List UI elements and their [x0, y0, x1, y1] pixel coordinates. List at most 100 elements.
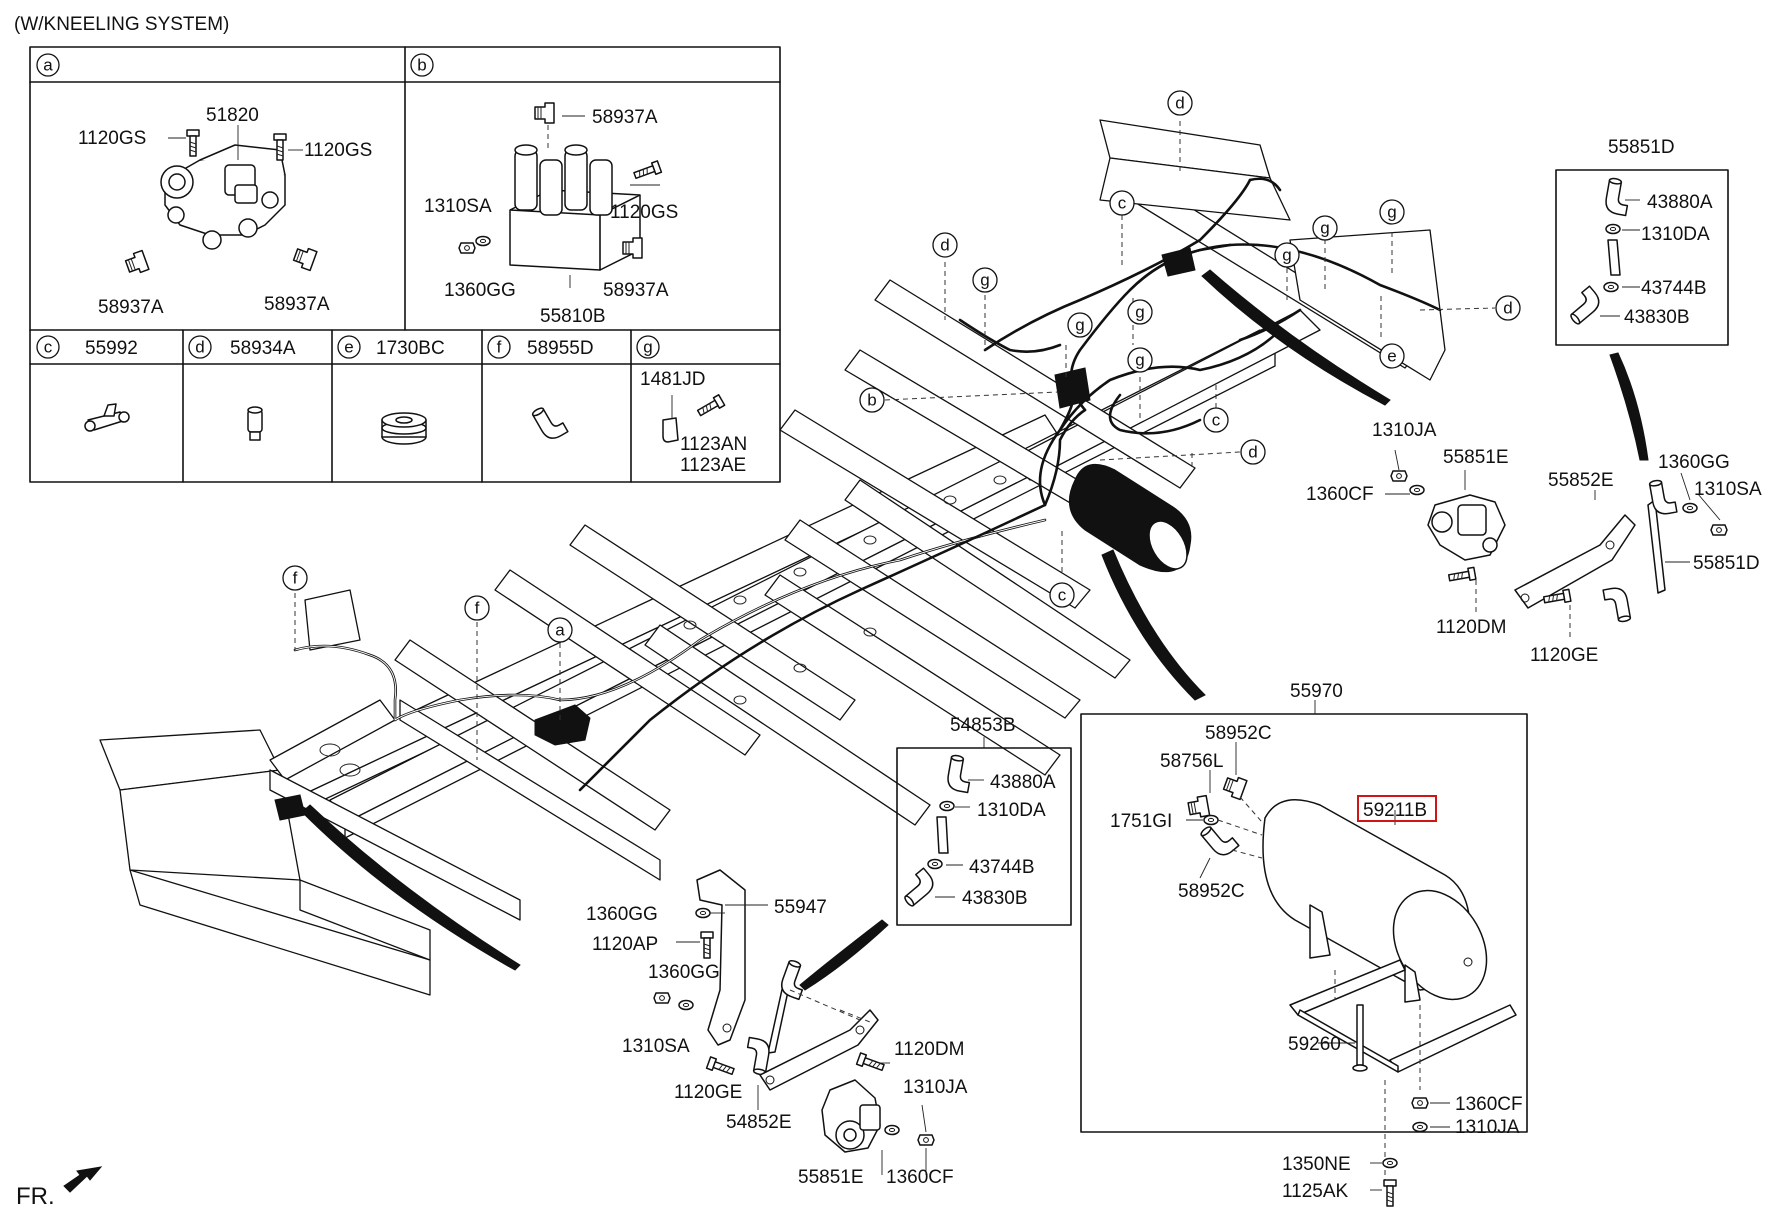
label-55851D-group: 55851D	[1608, 137, 1675, 158]
legend-e-grommet	[381, 412, 427, 445]
label-1350NE: 1350NE	[1282, 1154, 1351, 1175]
label-1120GE-low: 1120GE	[674, 1082, 742, 1103]
svg-text:g: g	[1320, 219, 1329, 238]
label-1310SA-r: 1310SA	[1694, 479, 1762, 500]
label-43880A-ur: 43880A	[1647, 192, 1713, 213]
label-55970-group: 55970	[1290, 681, 1343, 702]
lower-leveling-linkage	[653, 869, 935, 1175]
svg-text:FR.: FR.	[16, 1183, 55, 1210]
callout-f-mid: f	[464, 595, 490, 621]
svg-text:d: d	[1503, 299, 1512, 318]
legend-callout-c: c	[36, 335, 60, 359]
label-58934A: 58934A	[230, 338, 296, 359]
svg-text:c: c	[1058, 586, 1067, 605]
label-1310JA-low: 1310JA	[903, 1077, 968, 1098]
callout-g-4: g	[1127, 347, 1153, 373]
front-direction-marker: FR.	[16, 1166, 103, 1210]
callout-leaders	[294, 121, 1496, 760]
label-1310DA-mid: 1310DA	[977, 800, 1046, 821]
label-1310JA-r: 1310JA	[1372, 420, 1437, 441]
legend-b-manifold	[458, 102, 663, 288]
rear-valve-b	[1054, 367, 1091, 409]
label-1730BC: 1730BC	[376, 338, 445, 359]
label-1120GS-b: 1120GS	[610, 202, 678, 223]
label-1310DA-ur: 1310DA	[1641, 224, 1710, 245]
label-1310SA-low: 1310SA	[622, 1036, 690, 1057]
label-1120DM-low: 1120DM	[894, 1039, 964, 1060]
label-1360GG-b: 1360GG	[444, 280, 516, 301]
label-58952C-bottom: 58952C	[1178, 881, 1245, 902]
label-1120GS-right: 1120GS	[304, 140, 372, 161]
label-58952C-top: 58952C	[1205, 723, 1272, 744]
label-55947: 55947	[774, 897, 827, 918]
legend-c-tee-fitting	[84, 403, 130, 432]
chassis-air-tank	[1068, 463, 1192, 573]
callout-a: a	[547, 617, 573, 643]
label-1751GI: 1751GI	[1110, 811, 1172, 832]
label-55852E-r: 55852E	[1548, 470, 1614, 491]
svg-text:d: d	[1175, 94, 1184, 113]
label-1310SA-b: 1310SA	[424, 196, 492, 217]
label-58937A-b-top: 58937A	[592, 107, 658, 128]
label-51820: 51820	[206, 105, 259, 126]
below-tank-hardware	[1370, 1157, 1398, 1207]
svg-text:g: g	[1135, 351, 1144, 370]
callout-c-bottom: c	[1049, 582, 1075, 608]
label-1481JD: 1481JD	[640, 369, 706, 390]
label-55851E-low: 55851E	[798, 1167, 864, 1188]
svg-text:g: g	[980, 271, 989, 290]
label-58756L: 58756L	[1160, 751, 1223, 772]
label-55851D-r: 55851D	[1693, 553, 1760, 574]
legend-callout-a: a	[36, 53, 60, 77]
front-mount-bracket	[274, 247, 1196, 821]
legend-a-valve-assembly	[123, 125, 318, 277]
legend-f-elbow	[530, 400, 569, 444]
label-58937A-b-bottom: 58937A	[603, 280, 669, 301]
label-1360CF-tank: 1360CF	[1455, 1094, 1523, 1115]
legend-callout-f: f	[487, 335, 511, 359]
label-1120GE-r: 1120GE	[1530, 645, 1598, 666]
svg-text:g: g	[1075, 316, 1084, 335]
callout-d-top: d	[1167, 90, 1193, 116]
label-1360GG-low-b: 1360GG	[648, 962, 720, 983]
callout-g-5: g	[1274, 242, 1300, 268]
callout-b: b	[859, 387, 885, 413]
pointer-arrows	[301, 269, 1649, 991]
legend-callout-b: b	[410, 53, 434, 77]
middle-box	[896, 737, 1072, 926]
label-43744B-ur: 43744B	[1641, 278, 1707, 299]
label-1310JA-tank: 1310JA	[1455, 1117, 1520, 1138]
svg-text:a: a	[555, 621, 565, 640]
svg-text:a: a	[43, 56, 53, 75]
svg-text:d: d	[940, 236, 949, 255]
label-1360GG-r: 1360GG	[1658, 452, 1730, 473]
svg-text:d: d	[195, 338, 204, 357]
callout-d-right: d	[1495, 295, 1521, 321]
label-43830B-ur: 43830B	[1624, 307, 1690, 328]
label-43744B-mid: 43744B	[969, 857, 1035, 878]
svg-text:g: g	[643, 338, 652, 357]
label-54852E: 54852E	[726, 1112, 792, 1133]
svg-text:e: e	[1387, 347, 1396, 366]
label-58937A-a-right: 58937A	[264, 294, 330, 315]
legend-callout-e: e	[337, 335, 361, 359]
callout-d-left: d	[932, 232, 958, 258]
svg-text:c: c	[1212, 411, 1221, 430]
legend-callout-g: g	[636, 335, 660, 359]
svg-text:f: f	[475, 599, 480, 618]
label-55810B: 55810B	[540, 306, 606, 327]
svg-text:b: b	[417, 56, 426, 75]
page-title: (W/KNEELING SYSTEM)	[14, 14, 229, 35]
callout-g-2: g	[1067, 312, 1093, 338]
label-1120GS-left: 1120GS	[78, 128, 146, 149]
svg-text:c: c	[1118, 194, 1127, 213]
callout-g-3: g	[1127, 299, 1153, 325]
label-1120AP: 1120AP	[592, 934, 658, 955]
front-valve-a	[534, 704, 591, 746]
svg-text:g: g	[1387, 203, 1396, 222]
label-1360CF-r: 1360CF	[1306, 484, 1374, 505]
label-59211B[interactable]: 59211B	[1363, 800, 1427, 821]
legend-d-connector	[247, 406, 263, 441]
svg-text:c: c	[44, 338, 53, 357]
